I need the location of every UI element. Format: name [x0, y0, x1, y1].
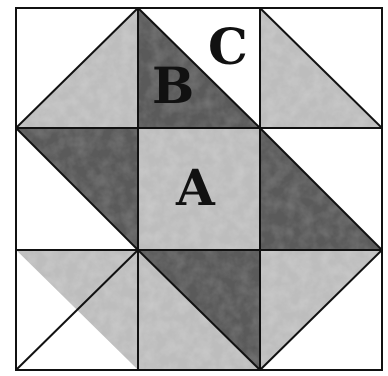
piece-label-b: B	[152, 56, 194, 115]
piece-label-c: C	[208, 17, 248, 76]
piece-label-a: A	[175, 158, 216, 217]
